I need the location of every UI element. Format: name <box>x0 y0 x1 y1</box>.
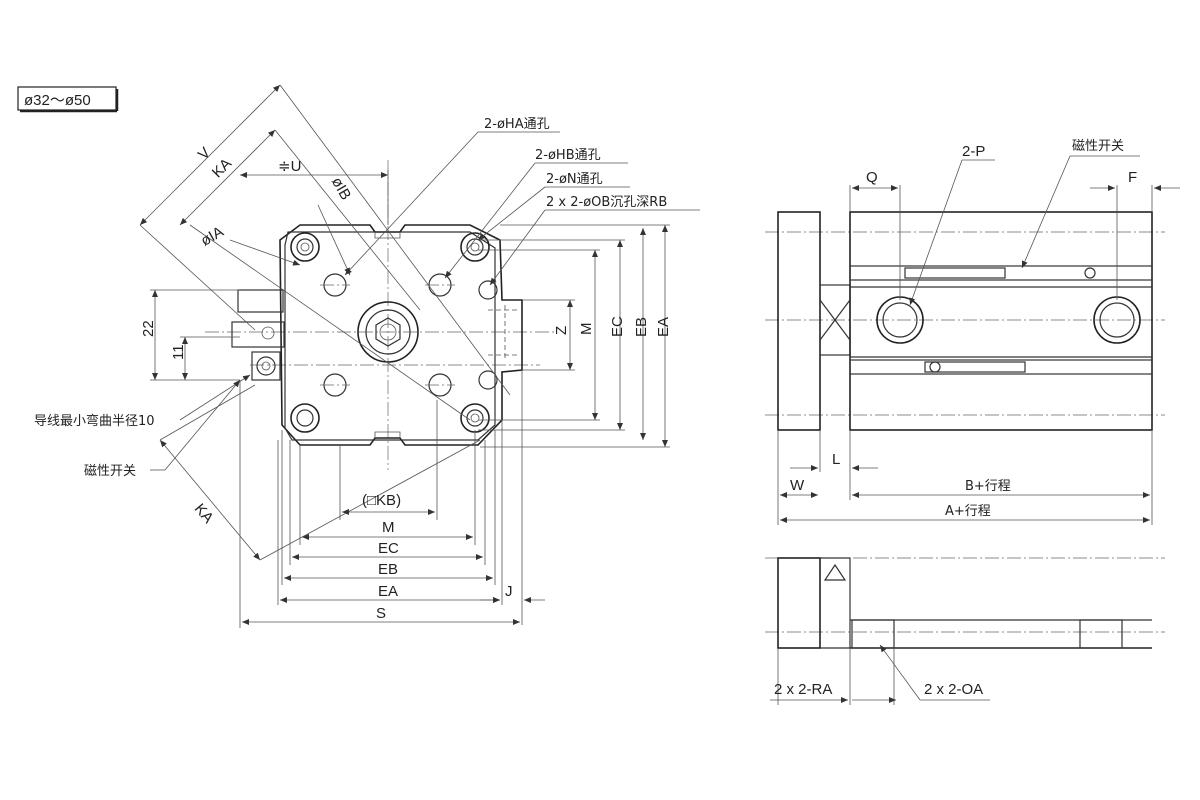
dim-ka-bottom <box>159 439 261 561</box>
label-kb: (□KB) <box>362 492 401 509</box>
label-ea-right: EA <box>655 317 672 337</box>
label-hb: 2-øHB通孔 <box>535 148 601 163</box>
label-bend: 导线最小弯曲半径10 <box>34 413 155 429</box>
corner-hole-top-left <box>290 232 320 262</box>
rod-boss-outer <box>357 301 419 363</box>
label-ob: 2 x 2-øOB沉孔深RB <box>546 195 667 210</box>
dim-ka-top <box>179 129 276 226</box>
label-ib: øIB <box>328 174 354 203</box>
corner-hole-bottom-left <box>290 403 320 433</box>
label-m-bottom: M <box>382 519 395 536</box>
label-m-right: M <box>578 323 595 336</box>
label-ha: 2-øHA通孔 <box>484 117 550 132</box>
switch-bottom <box>924 361 1026 373</box>
magnetic-switch-left <box>231 289 285 381</box>
label-ec-right: EC <box>609 316 626 337</box>
mount-hole-right <box>1079 619 1123 649</box>
side-body <box>849 211 1153 431</box>
label-a-stroke: A+行程 <box>945 504 991 519</box>
side-view: Q F 2-P 磁性开关 L W B+行程 A+行程 <box>765 139 1180 525</box>
label-q: Q <box>866 169 878 186</box>
switch-top <box>904 267 1006 279</box>
label-p: 2-P <box>962 143 985 160</box>
label-u: ≑U <box>278 158 301 175</box>
label-switch-side: 磁性开关 <box>1072 139 1124 154</box>
label-ea-bottom: EA <box>378 583 398 600</box>
label-11: 11 <box>170 344 187 360</box>
label-ka-top: KA <box>209 155 235 181</box>
corner-hole-bottom-right <box>460 403 490 433</box>
title-label: ø32～ø50 <box>24 92 91 109</box>
title-box: ø32～ø50 <box>17 86 119 113</box>
side-end-plate <box>777 211 821 431</box>
port-top <box>478 280 498 300</box>
label-ka-bottom: KA <box>191 500 217 526</box>
label-oa: 2 x 2-OA <box>924 681 983 698</box>
bottom-end-plate <box>777 557 821 649</box>
label-l: L <box>832 451 840 468</box>
bottom-view: 2 x 2-RA 2 x 2-OA <box>765 557 1165 705</box>
rod-hex-nut <box>375 317 401 347</box>
front-body-outline <box>279 224 523 446</box>
label-s: S <box>376 605 386 622</box>
mount-hole-left <box>851 619 895 649</box>
label-ec-bottom: EC <box>378 540 399 557</box>
label-f: F <box>1128 169 1137 186</box>
label-w: W <box>790 477 805 494</box>
label-eb-bottom: EB <box>378 561 398 578</box>
label-ia: øIA <box>198 223 227 249</box>
label-v: V <box>195 144 214 163</box>
label-j: J <box>505 583 513 600</box>
port-bottom <box>478 370 498 390</box>
label-n: 2-øN通孔 <box>546 172 603 187</box>
label-switch-front: 磁性开关 <box>84 464 136 479</box>
label-ra: 2 x 2-RA <box>774 681 832 698</box>
label-z: Z <box>553 326 570 335</box>
corner-hole-top-right <box>460 232 490 262</box>
label-eb-right: EB <box>633 317 650 337</box>
label-22: 22 <box>140 320 157 337</box>
label-b-stroke: B+行程 <box>965 479 1011 494</box>
front-view: V KA KA ≑U øIB øIA 2-øHA通孔 2-øHB通孔 2-øN通… <box>34 84 700 628</box>
